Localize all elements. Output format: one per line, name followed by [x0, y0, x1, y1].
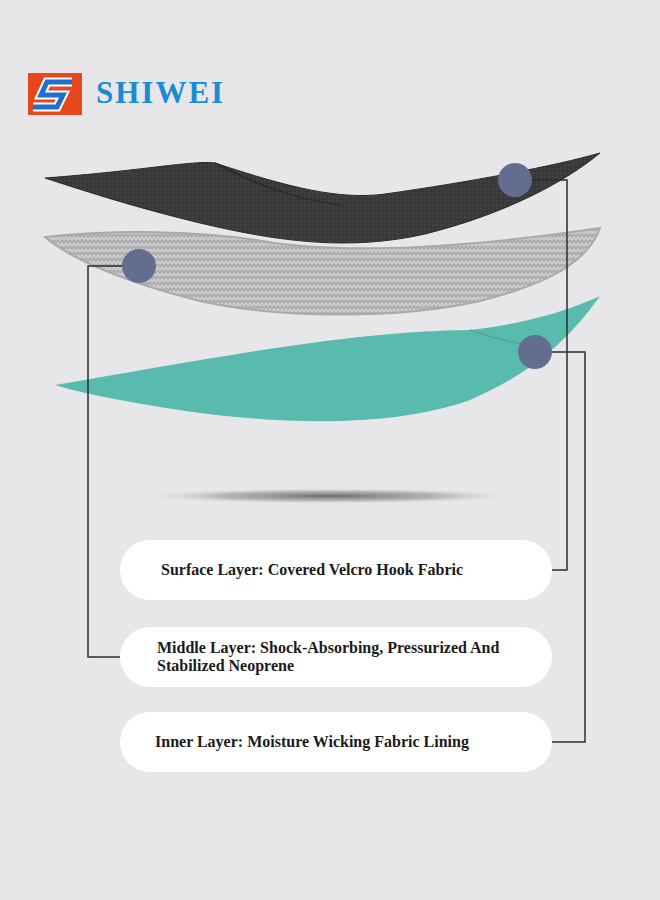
- callout-text: Inner Layer: Moisture Wicking Fabric Lin…: [155, 733, 469, 751]
- leader-line: [515, 180, 567, 570]
- callout-dot: [122, 249, 156, 283]
- inner-layer: [55, 296, 600, 421]
- callout-dot: [518, 335, 552, 369]
- callout-text: Surface Layer: Covered Velcro Hook Fabri…: [161, 561, 463, 579]
- logo-square: [28, 73, 82, 115]
- logo-s: [33, 82, 72, 107]
- leader-line: [535, 352, 585, 742]
- logo-s-outline: [33, 82, 72, 107]
- surface-layer: [45, 153, 600, 243]
- shadow: [140, 488, 520, 504]
- callout-dot: [498, 163, 532, 197]
- callout-box: Surface Layer: Covered Velcro Hook Fabri…: [120, 540, 552, 600]
- callout-box: Middle Layer: Shock-Absorbing, Pressuriz…: [120, 627, 552, 687]
- leader-line: [88, 266, 139, 657]
- fold-line: [215, 163, 340, 205]
- callout-text: Middle Layer: Shock-Absorbing, Pressuriz…: [157, 639, 534, 674]
- callout-box: Inner Layer: Moisture Wicking Fabric Lin…: [120, 712, 552, 772]
- brand-name: SHIWEI: [96, 76, 225, 110]
- middle-layer: [45, 228, 600, 315]
